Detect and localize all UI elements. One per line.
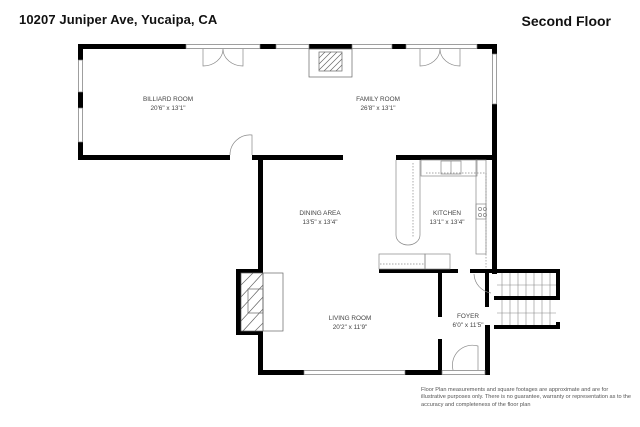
room-dims-kitchen: 13'1" x 13'4"	[429, 219, 464, 226]
windows	[78, 44, 497, 375]
room-name-kitchen: KITCHEN	[433, 210, 461, 217]
kitchen-fixtures	[378, 159, 487, 270]
property-address: 10207 Juniper Ave, Yucaipa, CA	[19, 12, 218, 27]
doors	[202, 48, 492, 371]
floor-label: Second Floor	[521, 13, 611, 29]
stairs	[497, 273, 556, 325]
room-name-family: FAMILY ROOM	[356, 96, 400, 103]
fireplaces	[240, 48, 353, 332]
room-name-living: LIVING ROOM	[329, 315, 372, 322]
disclaimer-text: Floor Plan measurements and square foota…	[421, 387, 631, 408]
room-name-dining: DINING AREA	[299, 210, 341, 217]
room-dims-foyer: 6'0" x 11'5"	[452, 322, 483, 329]
room-labels: BILLIARD ROOM 20'6" x 13'1" FAMILY ROOM …	[143, 96, 484, 331]
room-name-billiard: BILLIARD ROOM	[143, 96, 193, 103]
room-name-foyer: FOYER	[457, 313, 479, 320]
room-dims-billiard: 20'6" x 13'1"	[150, 105, 185, 112]
walls	[78, 44, 560, 375]
room-dims-dining: 13'5" x 13'4"	[302, 219, 337, 226]
room-dims-living: 20'2" x 11'9"	[333, 324, 368, 331]
room-dims-family: 26'8" x 13'1"	[360, 105, 395, 112]
